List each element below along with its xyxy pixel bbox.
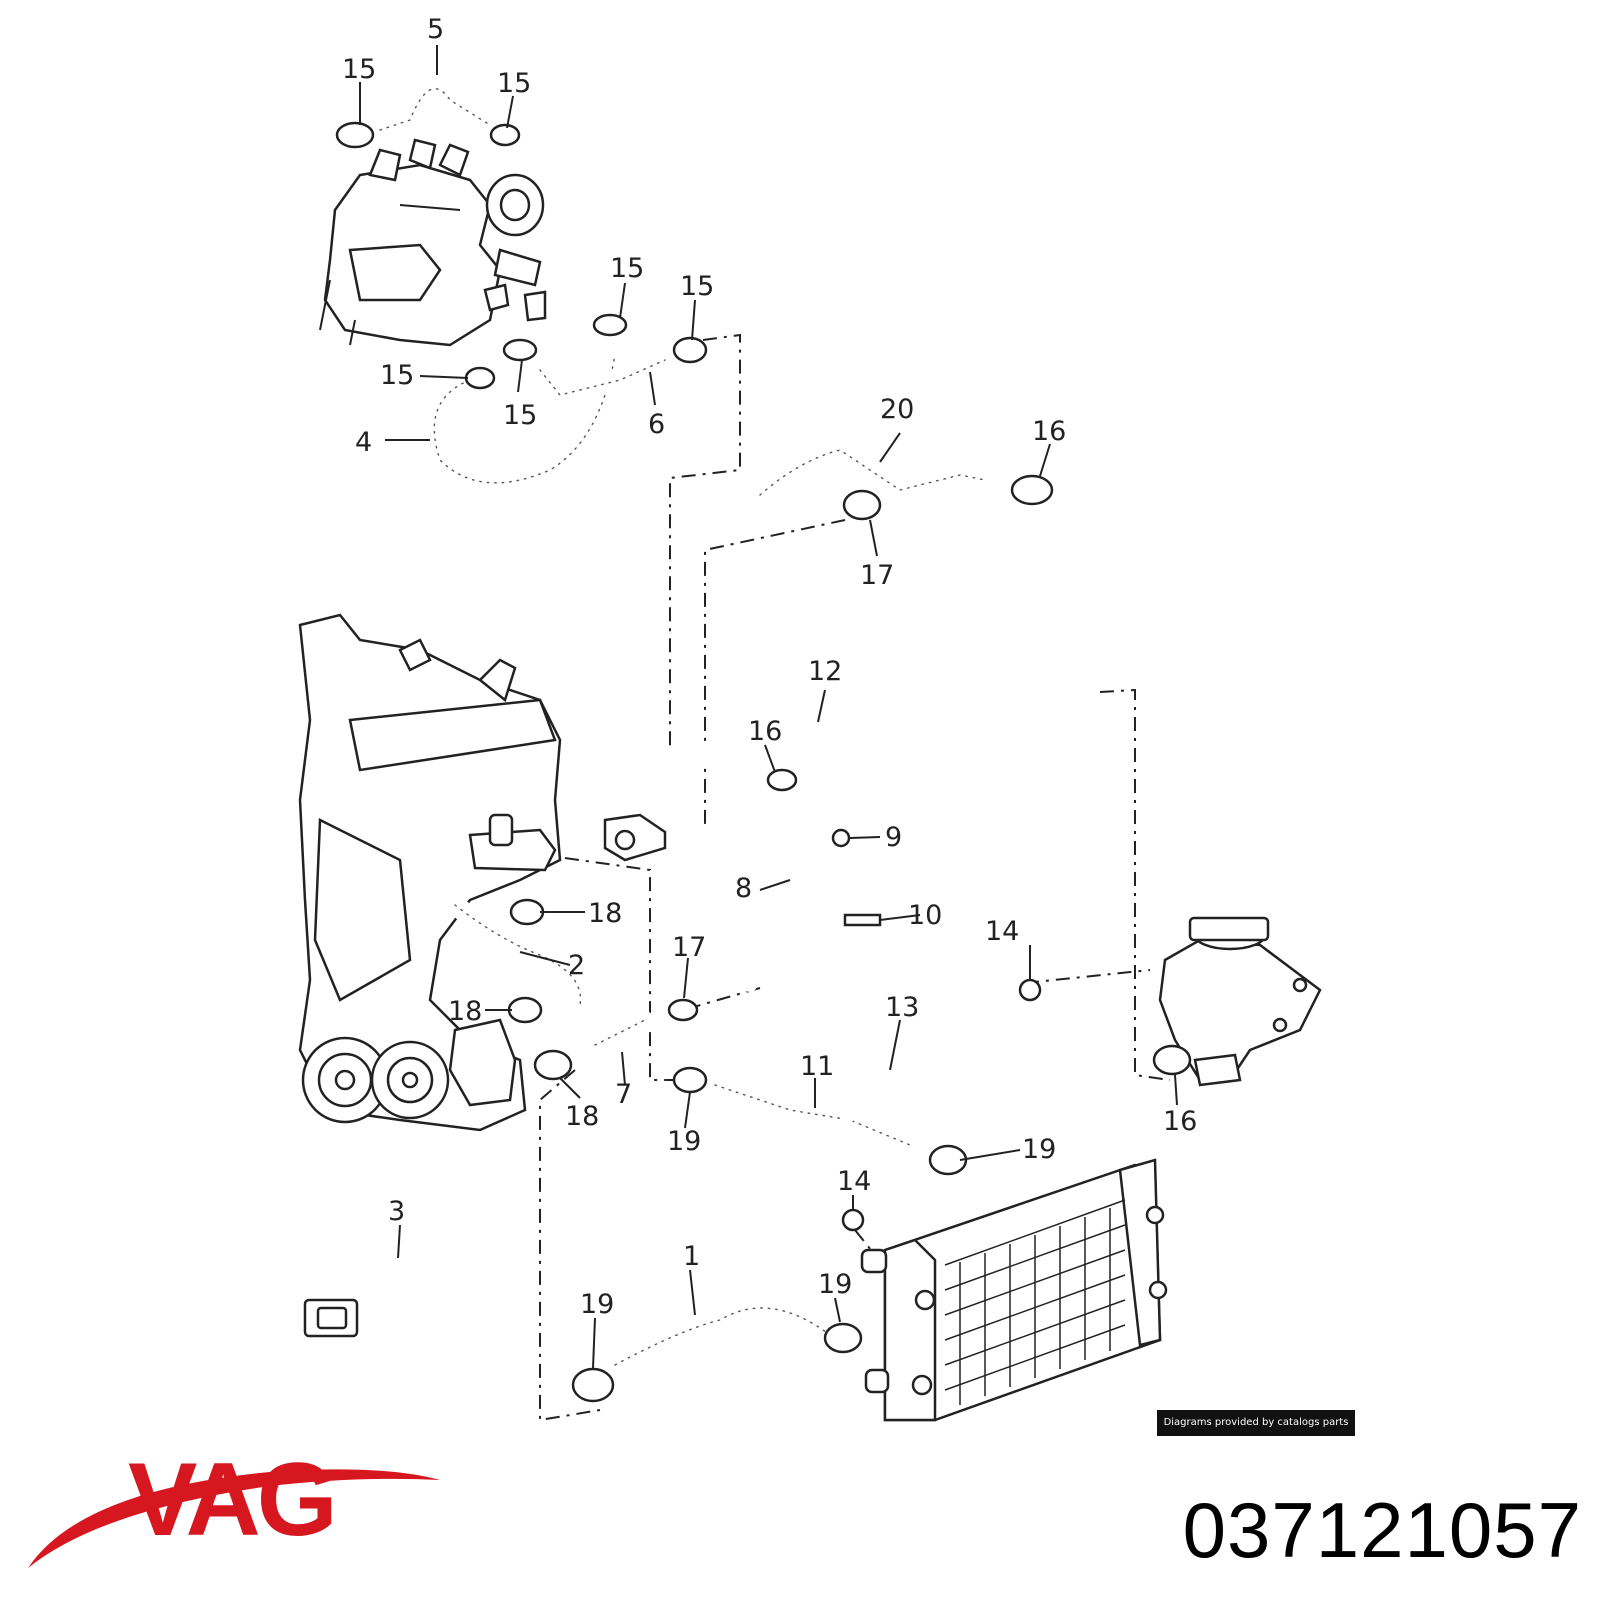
callout-15: 15 <box>342 54 376 85</box>
callout-11: 11 <box>800 1051 834 1082</box>
brand-logo: VAG <box>128 1442 338 1558</box>
callout-6: 6 <box>648 409 665 440</box>
carburettor-assembly <box>319 138 547 347</box>
callout-17: 17 <box>672 932 706 963</box>
clamp-band-3 <box>303 1256 454 1338</box>
callout-15: 15 <box>610 253 644 284</box>
callout-20: 20 <box>880 394 914 425</box>
callout-16: 16 <box>1032 416 1066 447</box>
part-number: 037121057 <box>1182 1486 1582 1574</box>
callout-18: 18 <box>448 996 482 1027</box>
callout-19: 19 <box>580 1289 614 1320</box>
callout-16: 16 <box>748 716 782 747</box>
engine-block <box>298 613 667 1132</box>
hose-clamps <box>335 121 1192 1403</box>
callout-18: 18 <box>565 1101 599 1132</box>
callout-9: 9 <box>885 822 902 853</box>
callout-3: 3 <box>388 1196 405 1227</box>
callout-7: 7 <box>615 1079 632 1110</box>
callout-19: 19 <box>1022 1134 1056 1165</box>
diagram-credit-label: Diagrams provided by catalogs parts <box>1157 1410 1355 1436</box>
callout-8: 8 <box>735 873 752 904</box>
callout-15: 15 <box>380 360 414 391</box>
callout-19: 19 <box>667 1126 701 1157</box>
callout-16: 16 <box>1163 1106 1197 1137</box>
callout-labels: 5 15 15 15 15 15 15 6 4 20 16 17 12 16 9… <box>342 14 1197 1320</box>
callout-17: 17 <box>860 560 894 591</box>
callout-10: 10 <box>908 900 942 931</box>
callout-14: 14 <box>985 916 1019 947</box>
leader-lines <box>359 45 1178 1369</box>
expansion-tank <box>1158 916 1322 1087</box>
callout-19: 19 <box>818 1269 852 1300</box>
callout-1: 1 <box>683 1241 700 1272</box>
callout-15: 15 <box>497 68 531 99</box>
callout-2: 2 <box>568 950 585 981</box>
radiator <box>860 1158 1168 1422</box>
brand-logo-swoosh <box>28 1469 440 1568</box>
callout-5: 5 <box>427 14 444 45</box>
callout-4: 4 <box>355 427 372 458</box>
callout-15: 15 <box>680 271 714 302</box>
coolant-hoses <box>371 79 1072 1376</box>
callout-15: 15 <box>503 400 537 431</box>
callout-12: 12 <box>808 656 842 687</box>
callout-18: 18 <box>588 898 622 929</box>
callout-13: 13 <box>885 992 919 1023</box>
callout-14: 14 <box>837 1166 871 1197</box>
